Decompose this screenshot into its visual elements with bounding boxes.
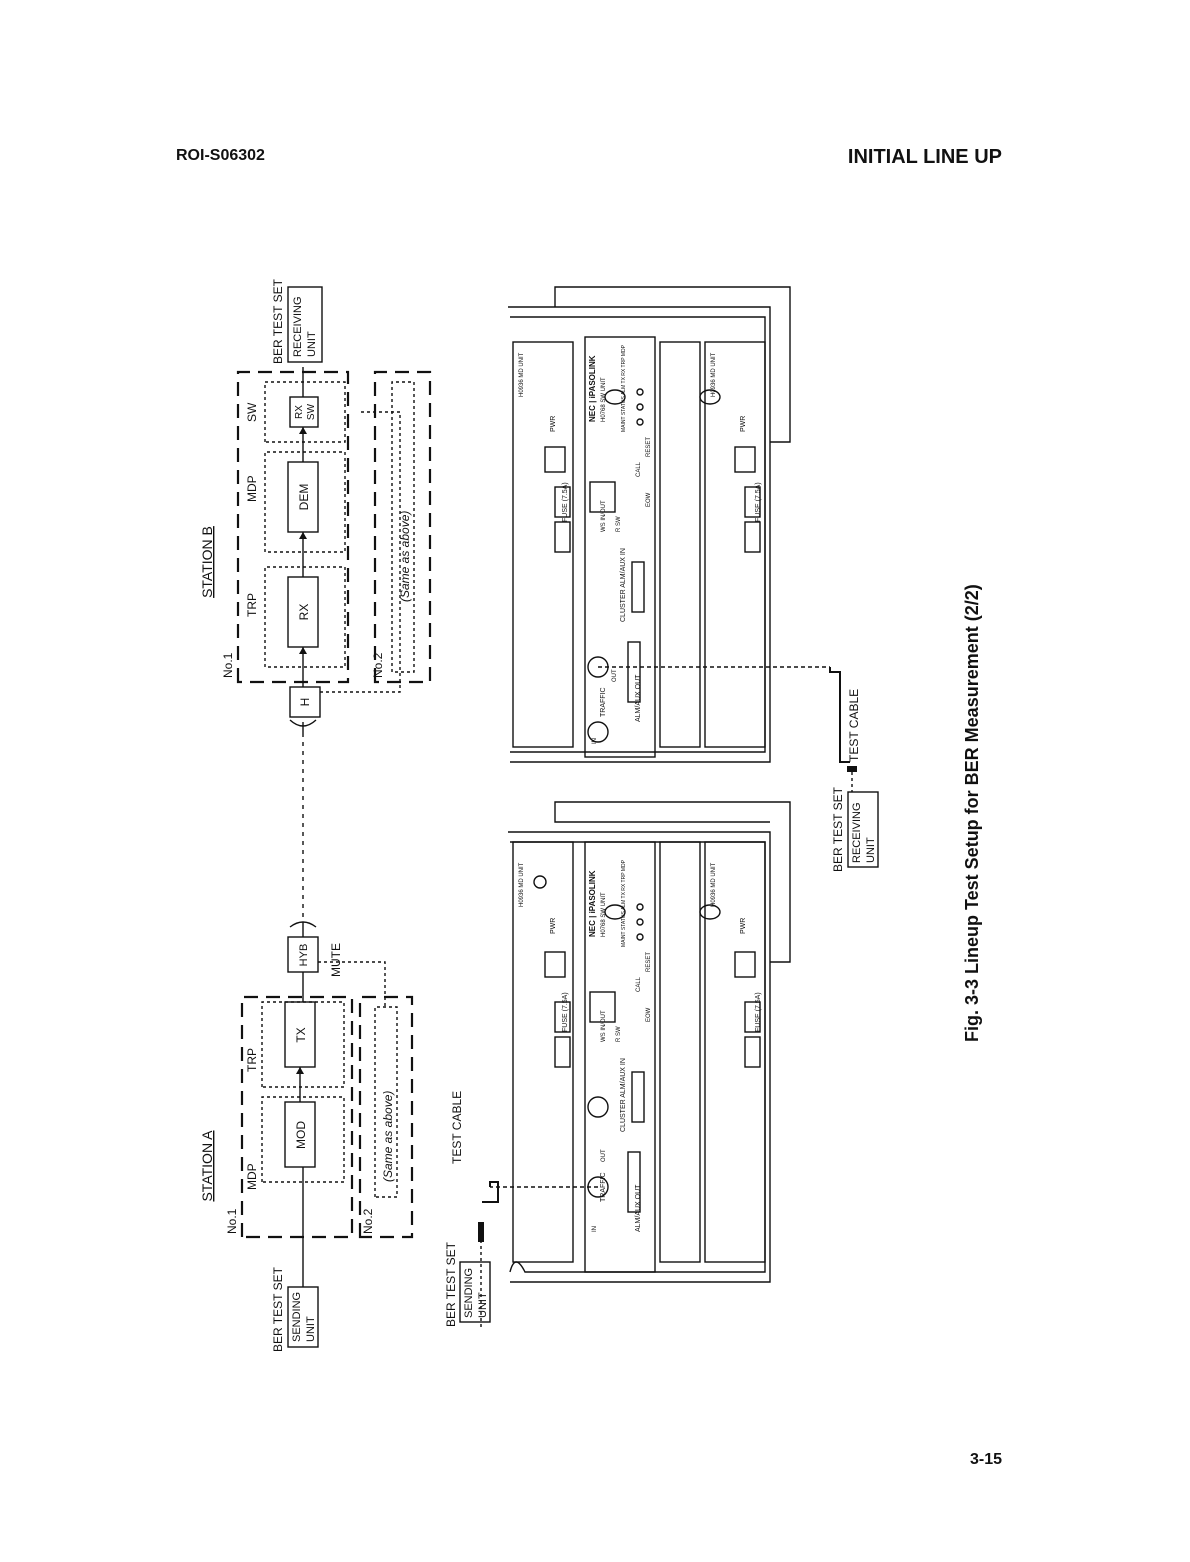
leds-label-a: MAINT STATUS ALM TX RX TRP MDP bbox=[621, 859, 627, 947]
fuse-label-b1: FUSE (7.5A) bbox=[562, 482, 569, 522]
cluster-label-a: CLUSTER ALM/AUX IN bbox=[620, 1058, 627, 1132]
md-unit-label-b1: H0936 MD UNIT bbox=[519, 352, 525, 397]
leds-label-b: MAINT STATUS ALM TX RX TRP MDP bbox=[621, 344, 627, 432]
traffic-label-a: TRAFFIC bbox=[600, 1172, 607, 1202]
traffic-label-b: TRAFFIC bbox=[600, 687, 607, 717]
call-label-a: CALL bbox=[636, 976, 642, 992]
ber-unit-c-line1: SENDING bbox=[463, 1268, 475, 1318]
sw-unit-slot-a bbox=[584, 841, 656, 1273]
test-cable-a: TEST CABLE BER TEST SET SENDING UNIT bbox=[444, 1091, 598, 1327]
call-label-b: CALL bbox=[636, 461, 642, 477]
ber-unit-line2: UNIT bbox=[305, 1316, 317, 1342]
station-b-diagram: STATION B H No.1 No.2 (Same as above) TR… bbox=[199, 278, 432, 737]
sw-label: SW bbox=[245, 402, 259, 422]
pwr-label-b2: PWR bbox=[740, 416, 747, 432]
ber-unit-d-line2: UNIT bbox=[865, 837, 877, 863]
mod-label: MOD bbox=[294, 1121, 308, 1149]
sw-unit-label-b: H0768 SW UNIT bbox=[601, 377, 607, 422]
rxsw-line2: SW bbox=[306, 403, 317, 420]
rxsw-block bbox=[289, 396, 319, 428]
fuse-label-a2: FUSE (7.5A) bbox=[755, 992, 762, 1032]
ber-set-label-b: BER TEST SET bbox=[271, 278, 285, 364]
tx-label: TX bbox=[294, 1027, 308, 1042]
mdp-label-a: MDP bbox=[245, 1163, 259, 1190]
eow-label-a: EOW bbox=[646, 1007, 652, 1022]
no1-label-b: No.1 bbox=[221, 652, 235, 678]
no2-label-a: No.2 bbox=[361, 1208, 375, 1234]
hyb-label-b: H bbox=[298, 698, 312, 707]
rx-label: RX bbox=[297, 604, 311, 621]
ber-unit-b-line2: UNIT bbox=[306, 331, 318, 357]
trp-label-b: TRP bbox=[245, 593, 259, 617]
in-label-a: IN bbox=[592, 1226, 598, 1232]
almaux-out-label-a: ALM/AUX OUT bbox=[635, 1184, 642, 1232]
md-unit-slot-b2 bbox=[704, 341, 766, 748]
cluster-label-b: CLUSTER ALM/AUX IN bbox=[620, 548, 627, 622]
md-unit-label-b2: H0936 MD UNIT bbox=[711, 352, 717, 397]
ber-unit-d-line1: RECEIVING bbox=[851, 802, 863, 863]
same-as-above-b: (Same as above) bbox=[398, 511, 412, 602]
ber-set-label: BER TEST SET bbox=[271, 1266, 285, 1352]
out-label-a: OUT bbox=[601, 1149, 607, 1162]
rsw-label-b: R SW bbox=[616, 516, 622, 532]
ws-label-a: WS IN/OUT bbox=[601, 1010, 607, 1042]
dem-label: DEM bbox=[297, 484, 311, 511]
ber-unit-b-line1: RECEIVING bbox=[292, 296, 304, 357]
sw-unit-slot-b bbox=[584, 336, 656, 758]
figure-caption: Fig. 3-3 Lineup Test Setup for BER Measu… bbox=[962, 584, 982, 1042]
hyb-block-b bbox=[289, 686, 321, 718]
pwr-label-b1: PWR bbox=[550, 416, 557, 432]
test-cable-label-a: TEST CABLE bbox=[450, 1091, 464, 1164]
ber-set-label-d: BER TEST SET bbox=[831, 786, 845, 872]
ber-receiving-unit-b: BER TEST SET RECEIVING UNIT bbox=[271, 278, 323, 364]
md-unit-slot-a2 bbox=[704, 841, 766, 1263]
reset-label-a: RESET bbox=[646, 952, 652, 972]
fuse-label-a1: FUSE (7.5A) bbox=[562, 992, 569, 1032]
md-unit-label-a1: H0936 MD UNIT bbox=[519, 862, 525, 907]
section-title: INITIAL LINE UP bbox=[847, 146, 1002, 168]
md-unit-label-a2: H0936 MD UNIT bbox=[711, 862, 717, 907]
pwr-label-a2: PWR bbox=[740, 918, 747, 934]
reset-label-b: RESET bbox=[646, 437, 652, 457]
ber-set-label-c: BER TEST SET bbox=[444, 1241, 458, 1327]
shelf-b: H0936 MD UNIT PWR FUSE (7.5A) NEC | iPAS… bbox=[508, 286, 791, 763]
shelf-a: H0936 MD UNIT PWR FUSE (7.5A) NEC | iPAS… bbox=[508, 801, 791, 1283]
same-as-above-a: (Same as above) bbox=[381, 1091, 395, 1182]
ber-sending-unit-a: BER TEST SET SENDING UNIT bbox=[271, 1266, 319, 1352]
out-label-b: OUT bbox=[612, 669, 618, 682]
eow-label-b: EOW bbox=[646, 492, 652, 507]
no1-label-a: No.1 bbox=[225, 1208, 239, 1234]
ws-label-b: WS IN/OUT bbox=[601, 500, 607, 532]
no2-label-b: No.2 bbox=[371, 652, 385, 678]
ber-unit-c-line2: UNIT bbox=[477, 1292, 489, 1318]
test-cable-label-b: TEST CABLE bbox=[847, 689, 861, 762]
hyb-label: HYB bbox=[298, 944, 310, 967]
station-a-diagram: STATION A BER TEST SET SENDING UNIT No.1… bbox=[199, 921, 414, 1352]
station-b-title: STATION B bbox=[199, 526, 215, 598]
almaux-out-label-b: ALM/AUX OUT bbox=[635, 674, 642, 722]
test-cable-b: TEST CABLE BER TEST SET RECEIVING UNIT bbox=[598, 666, 879, 872]
brand-label-b: NEC | iPASOLINK bbox=[588, 355, 597, 422]
sw-unit-label-a: H0768 SW UNIT bbox=[601, 892, 607, 937]
brand-label-a: NEC | iPASOLINK bbox=[588, 870, 597, 937]
md-unit-slot-a1 bbox=[512, 841, 574, 1263]
station-a-title: STATION A bbox=[199, 1130, 215, 1202]
md-unit-slot-b1 bbox=[512, 341, 574, 748]
page-number: 3-15 bbox=[969, 1451, 1002, 1468]
ber-unit-line1: SENDING bbox=[291, 1292, 303, 1342]
rxsw-line1: RX bbox=[294, 405, 305, 419]
mute-label: MUTE bbox=[329, 943, 343, 977]
trp-label-a: TRP bbox=[245, 1048, 259, 1072]
rsw-label-a: R SW bbox=[616, 1026, 622, 1042]
mdp-label-b: MDP bbox=[245, 475, 259, 502]
fuse-label-b2: FUSE (7.5A) bbox=[755, 482, 762, 522]
pwr-label-a1: PWR bbox=[550, 918, 557, 934]
document-id: ROI-S06302 bbox=[176, 147, 265, 164]
